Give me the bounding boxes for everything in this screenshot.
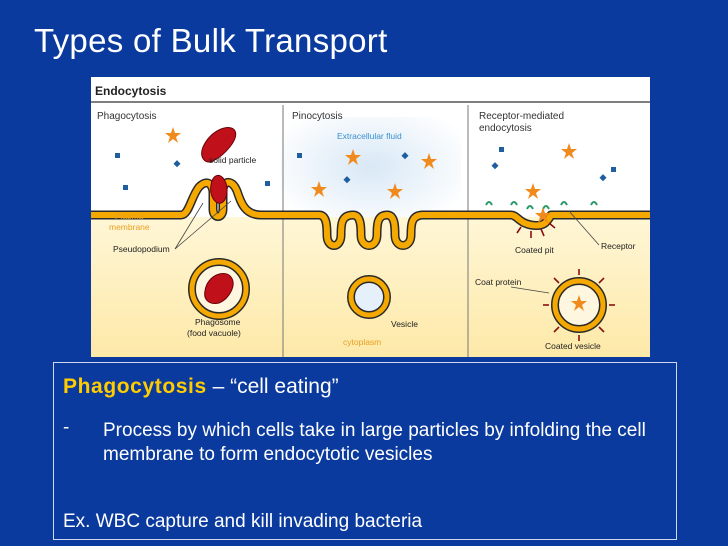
plasma-membrane-fill [91,179,650,249]
caption-definition: – “cell eating” [206,375,339,398]
caption-description: Process by which cells take in large par… [103,420,646,465]
label-vesicle: Vesicle [391,319,418,329]
caption-box: Phagocytosis – “cell eating” - Process b… [53,362,677,540]
label-coated-pit: Coated pit [515,245,554,255]
solid-particle [201,127,237,163]
slide-title: Types of Bulk Transport [34,22,388,59]
label-coat-protein: Coat protein [475,277,522,287]
label-phagosome-line1: Phagosome [195,317,241,327]
label-coated-vesicle: Coated vesicle [545,341,601,351]
pinocytosis-vesicle-ring [348,276,390,318]
column-title-receptor-line1: Receptor-mediated [479,111,564,122]
coated-vesicle-ring [552,278,606,332]
receptors [485,201,598,210]
label-plasma-line2: membrane [109,222,150,232]
pseudopodium-pointer-2 [174,200,232,250]
engulfed-particle [210,175,228,204]
coat-protein-spikes [543,269,615,341]
label-receptor: Receptor [601,241,636,251]
caption-term: Phagocytosis [63,375,207,398]
receptor-pointer [568,210,600,246]
label-solid-particle: solid particle [209,155,257,165]
ligand-stars [165,127,587,311]
column-title-phagocytosis: Phagocytosis [97,111,156,122]
label-pseudopodium: Pseudopodium [113,244,170,254]
phagosome-particle [204,273,234,304]
column-title-pinocytosis: Pinocytosis [292,111,343,122]
coated-pit-spikes [516,222,556,238]
caption-heading: Phagocytosis – “cell eating” [63,375,339,399]
solute-dots [115,147,616,190]
column-title-receptor-line2: endocytosis [479,123,532,134]
phagosome-ring [189,259,249,319]
coat-protein-pointer [510,286,550,294]
label-plasma-line1: Plasma [115,211,144,221]
caption-bullet-marker: - [63,417,70,438]
label-cytoplasm: cytoplasm [343,337,381,347]
endocytosis-figure: Endocytosis Phagocytosis Pinocytosis Rec… [91,77,650,357]
label-phagosome-line2: (food vacuole) [187,328,241,338]
pseudopodium-pointer-1 [174,202,204,250]
figure-header: Endocytosis [95,84,167,98]
extracellular-glow [281,117,461,227]
label-extracellular-fluid: Extracellular fluid [337,131,402,141]
caption-example: Ex. WBC capture and kill invading bacter… [63,511,423,532]
